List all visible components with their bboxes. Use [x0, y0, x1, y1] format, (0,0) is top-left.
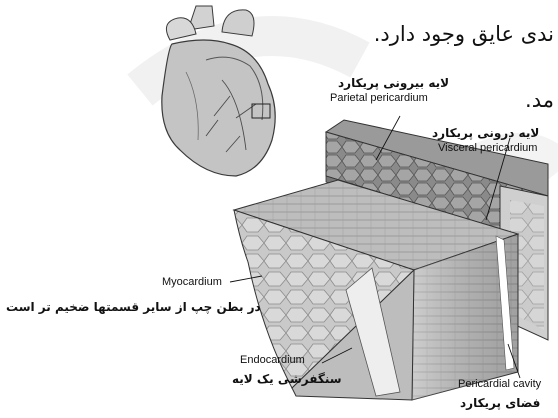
heading-line-2: مد.	[525, 88, 554, 112]
endocardium-fa-label: سنگفرشی یک لایه	[232, 372, 342, 386]
pericardial-cavity-label: Pericardial cavity	[458, 378, 541, 390]
visceral-pericardium-fa-label: لایه درونی پریکارد	[432, 126, 539, 140]
parietal-pericardium-fa-label: لایه بیرونی پریکارد	[338, 76, 449, 90]
heading-line-1: ندی عایق وجود دارد.	[374, 22, 554, 46]
myocardium-label: Myocardium	[162, 276, 222, 288]
myocardium-fa-label: در بطن چپ از سایر قسمتها ضخیم تر است	[6, 300, 261, 314]
endocardium-label: Endocardium	[240, 354, 305, 366]
parietal-pericardium-label: Parietal pericardium	[330, 92, 428, 104]
pericardial-cavity-fa-label: فضای پریکارد	[460, 396, 540, 410]
visceral-pericardium-label: Visceral pericardium	[438, 142, 537, 154]
